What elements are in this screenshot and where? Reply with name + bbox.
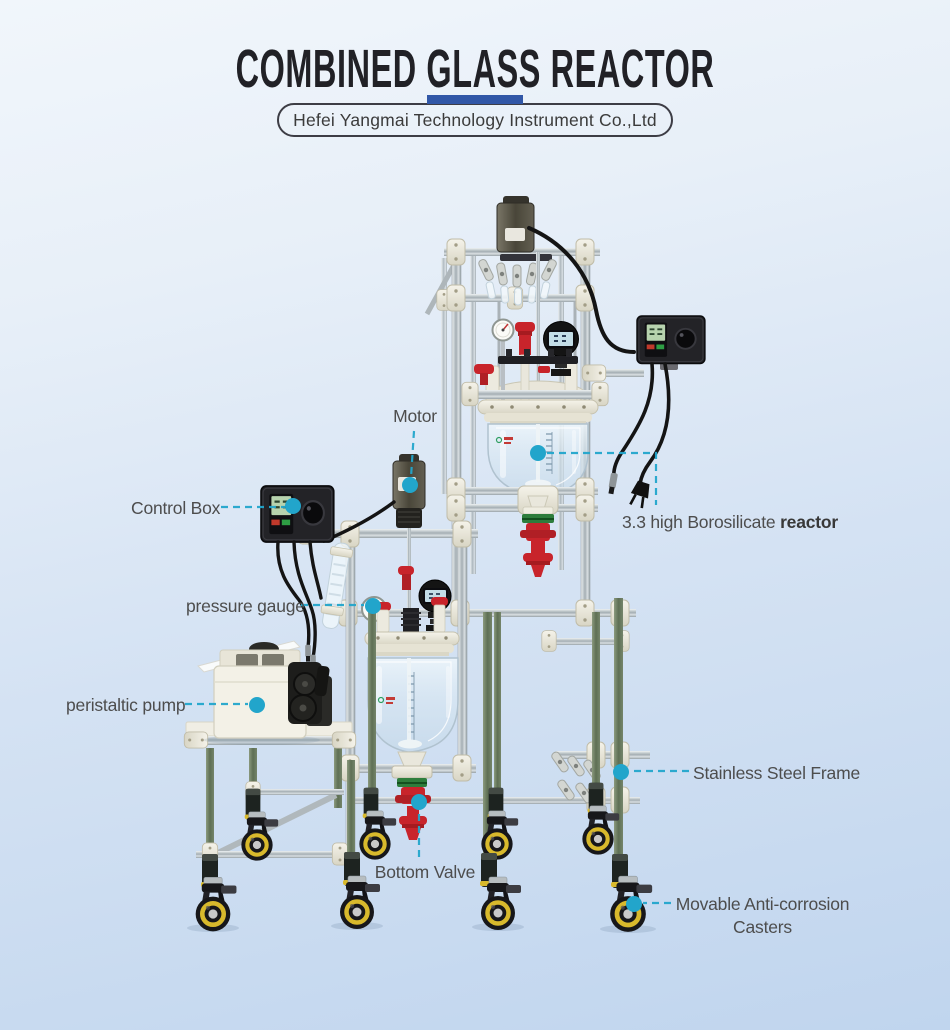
legs-and-casters — [187, 598, 656, 933]
callout-dot — [285, 498, 301, 514]
title-accent-bar — [427, 95, 523, 104]
callout-label-reactor: 3.3 high Borosilicate reactor — [622, 511, 838, 534]
callout-dot — [402, 477, 418, 493]
top-manifold — [477, 254, 559, 306]
callout-label-peristaltic-pump: peristaltic pump — [66, 694, 186, 717]
upper-control-box — [581, 315, 706, 511]
callout-dot — [249, 697, 265, 713]
callouts — [185, 430, 689, 905]
callout-line-reactor — [547, 451, 658, 505]
upper-bottom-valve — [520, 495, 556, 577]
callout-label-casters: Movable Anti-corrosion Casters — [675, 893, 850, 939]
label-text: pressure gauge — [186, 596, 305, 616]
label-text: Casters — [733, 916, 792, 937]
callout-dot — [530, 445, 546, 461]
label-text-bold: reactor — [780, 512, 838, 532]
callout-label-pressure-gauge: pressure gauge — [186, 595, 305, 618]
callout-line-motor — [409, 430, 416, 478]
page-title: COMBINED GLASS REACTOR — [235, 39, 715, 99]
label-text: Control Box — [131, 498, 221, 518]
callout-dot — [411, 794, 427, 810]
label-text: Stainless Steel Frame — [693, 763, 860, 783]
company-name: Hefei Yangmai Technology Instrument Co.,… — [293, 109, 657, 130]
callout-dot — [613, 764, 629, 780]
upper-motor — [496, 196, 540, 402]
motor-cable — [527, 226, 636, 354]
upper-analog-gauge — [491, 318, 515, 402]
lower-control-box — [259, 484, 335, 672]
label-text: Motor — [393, 406, 437, 426]
lower-bottom-valve — [395, 778, 431, 840]
pump-head — [288, 662, 330, 724]
label-text: 3.3 high Borosilicate — [622, 512, 781, 532]
callout-dot — [626, 896, 642, 912]
label-text: Movable Anti-corrosion — [675, 894, 850, 914]
company-badge: Hefei Yangmai Technology Instrument Co.,… — [277, 103, 673, 137]
callout-label-bottom-valve: Bottom Valve — [370, 861, 480, 884]
label-text: Bottom Valve — [374, 862, 476, 882]
callout-dots — [249, 445, 642, 912]
callout-label-motor: Motor — [365, 405, 465, 428]
condenser-glass — [320, 542, 354, 629]
callout-label-control-box: Control Box — [131, 497, 220, 520]
callout-label-frame: Stainless Steel Frame — [693, 762, 860, 785]
callout-dot — [365, 598, 381, 614]
label-text: peristaltic pump — [66, 695, 186, 715]
